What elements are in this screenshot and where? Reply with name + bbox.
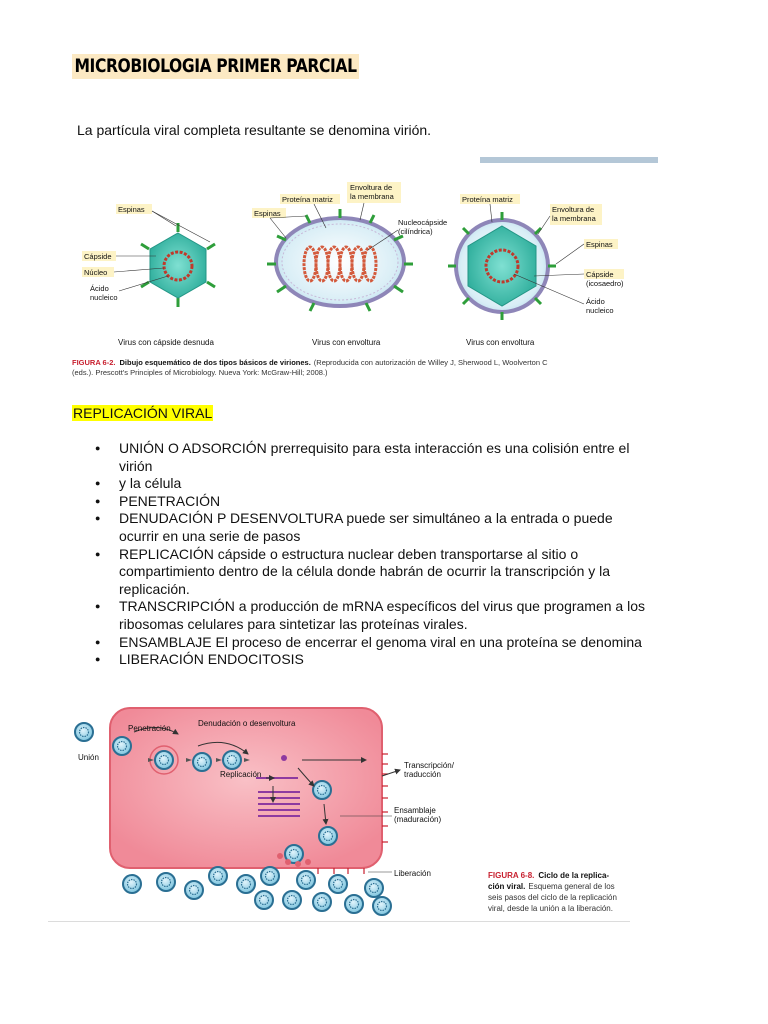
label-espinas-3: Espinas (586, 240, 613, 249)
list-item: y la célula (95, 475, 655, 493)
label-transcripcion-1: Transcripción/ (404, 761, 455, 770)
label-acido: Ácido (90, 284, 109, 293)
label-penetracion: Penetración (128, 724, 171, 733)
list-item: TRANSCRIPCIÓN a producción de mRNA espec… (95, 598, 655, 633)
figure2-caption-line2: ción viral.Esquema general de los (488, 882, 615, 891)
label-espinas-2: Espinas (254, 209, 281, 218)
naked-capsid-virus (140, 223, 216, 307)
label-replicacion: Replicación (220, 770, 261, 779)
document-title: MICROBIOLOGIA PRIMER PARCIAL (72, 54, 360, 79)
label-envoltura-2: la membrana (350, 192, 395, 201)
label-icosaedro: (icosaedro) (586, 279, 624, 288)
figure2-caption-line3: seis pasos del ciclo de la replicación (488, 893, 617, 902)
label-espinas: Espinas (118, 205, 145, 214)
label-capside-3: Cápside (586, 270, 614, 279)
replication-cycle-figure: Penetración Denudación o desenvoltura Un… (74, 707, 617, 916)
sublabel-3: Virus con envoltura (466, 338, 535, 347)
label-envoltura-3a: Envoltura de (552, 205, 594, 214)
label-nucleocapside-1: Nucleocápside (398, 218, 447, 227)
label-nucleo: Núcleo (84, 268, 107, 277)
enveloped-helical-virus (267, 209, 413, 312)
sublabel-1: Virus con cápside desnuda (118, 338, 214, 347)
list-item: PENETRACIÓN (95, 493, 655, 511)
list-item: DENUDACIÓN P DESENVOLTURA puede ser simu… (95, 510, 655, 545)
label-nucleocapside-2: (cilíndrica) (398, 227, 433, 236)
figure2-caption-line1: FIGURA 6-8.Ciclo de la replica- (488, 871, 609, 880)
label-nucleico: nucleico (90, 293, 118, 302)
label-acido-3: Ácido (586, 297, 605, 306)
label-proteina-matriz-3: Proteína matriz (462, 195, 513, 204)
intro-paragraph: La partícula viral completa resultante s… (77, 122, 432, 138)
virion-types-figure: Espinas Cápside Núcleo Ácido nucleico Vi… (64, 176, 654, 386)
label-ensamblaje-2: (maduración) (394, 815, 441, 824)
replication-steps-list: UNIÓN O ADSORCIÓN prerrequisito para est… (95, 440, 655, 669)
label-nucleico-3: nucleico (586, 306, 614, 315)
label-envoltura-1: Envoltura de (350, 183, 392, 192)
label-denudacion: Denudación o desenvoltura (198, 719, 296, 728)
list-item: REPLICACIÓN cápside o estructura nuclear… (95, 546, 655, 599)
label-capside: Cápside (84, 252, 112, 261)
figure-divider (48, 921, 630, 922)
figure1-caption-line1: FIGURA 6-2.Dibujo esquemático de dos tip… (72, 358, 548, 367)
list-item: ENSAMBLAJE El proceso de encerrar el gen… (95, 634, 655, 652)
host-cell (109, 707, 383, 869)
figure2-caption-line4: viral, desde la unión a la liberación. (488, 904, 613, 913)
label-envoltura-3b: la membrana (552, 214, 597, 223)
list-item: LIBERACIÓN ENDOCITOSIS (95, 651, 655, 669)
label-proteina-matriz: Proteína matriz (282, 195, 333, 204)
list-item: UNIÓN O ADSORCIÓN prerrequisito para est… (95, 440, 655, 475)
label-liberacion: Liberación (394, 869, 431, 878)
enveloped-icosahedral-virus (448, 212, 556, 320)
section-heading: REPLICACIÓN VIRAL (72, 405, 214, 421)
sublabel-2: Virus con envoltura (312, 338, 381, 347)
label-ensamblaje-1: Ensamblaje (394, 806, 436, 815)
decorative-rule (480, 157, 658, 163)
figure1-caption-line2: (eds.). Prescott's Principles of Microbi… (72, 368, 328, 377)
label-union: Unión (78, 753, 99, 762)
label-transcripcion-2: traducción (404, 770, 441, 779)
